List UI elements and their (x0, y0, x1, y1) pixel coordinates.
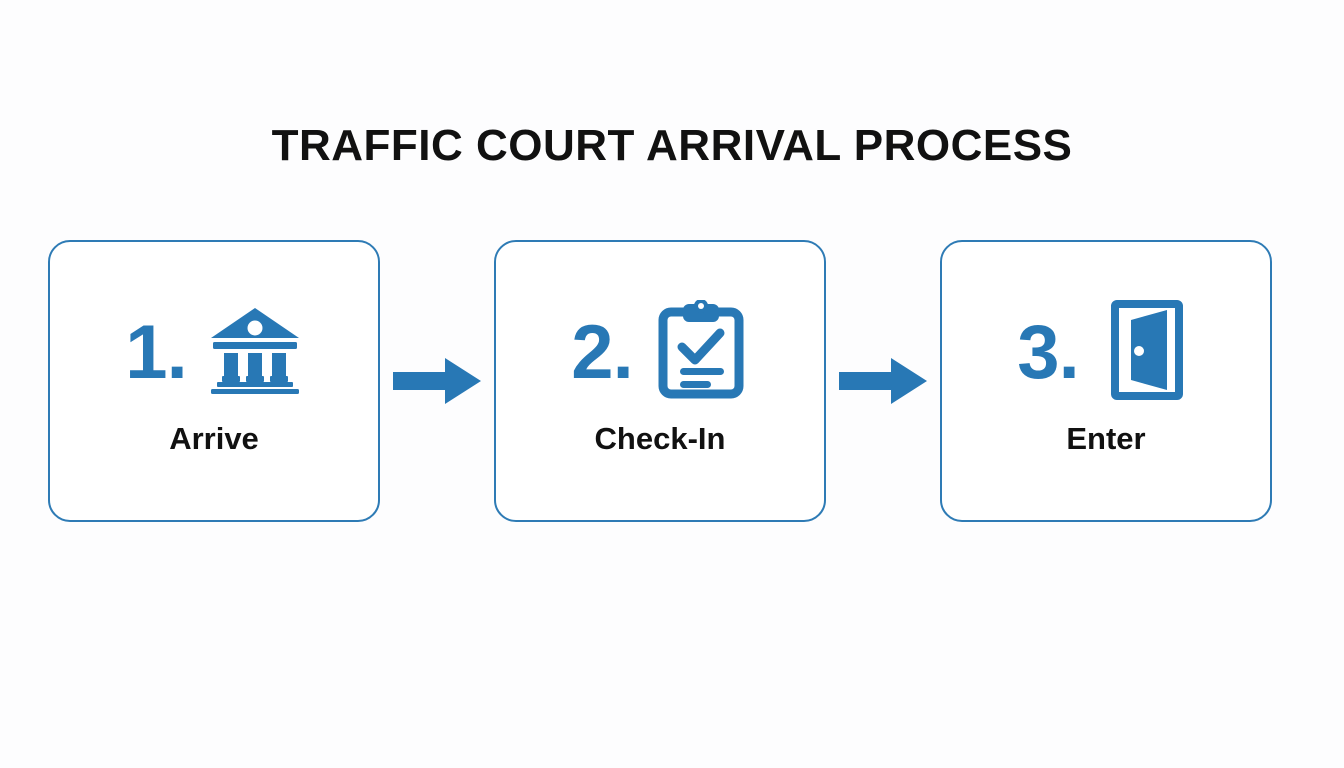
page-title: TRAFFIC COURT ARRIVAL PROCESS (271, 121, 1073, 170)
step-card-arrive[interactable]: 1. (48, 240, 380, 522)
courthouse-icon (207, 300, 303, 400)
step-card-check-in[interactable]: 2. C (494, 240, 826, 522)
step-card-header: 1. (50, 294, 378, 406)
step-label: Enter (1066, 421, 1146, 456)
step-card-header: 3. (942, 294, 1270, 406)
open-door-icon (1099, 300, 1195, 400)
arrow-right-icon (391, 355, 483, 407)
step-number: 3. (1017, 310, 1079, 395)
step-label: Arrive (169, 421, 259, 456)
arrow-right-icon (837, 355, 929, 407)
step-number: 2. (571, 310, 633, 395)
step-card-enter[interactable]: 3. Enter (940, 240, 1272, 522)
step-card-header: 2. (496, 294, 824, 406)
step-label: Check-In (594, 421, 726, 456)
clipboard-check-icon (653, 300, 749, 400)
step-number: 1. (125, 310, 187, 395)
process-flow: 1. (48, 240, 1272, 522)
